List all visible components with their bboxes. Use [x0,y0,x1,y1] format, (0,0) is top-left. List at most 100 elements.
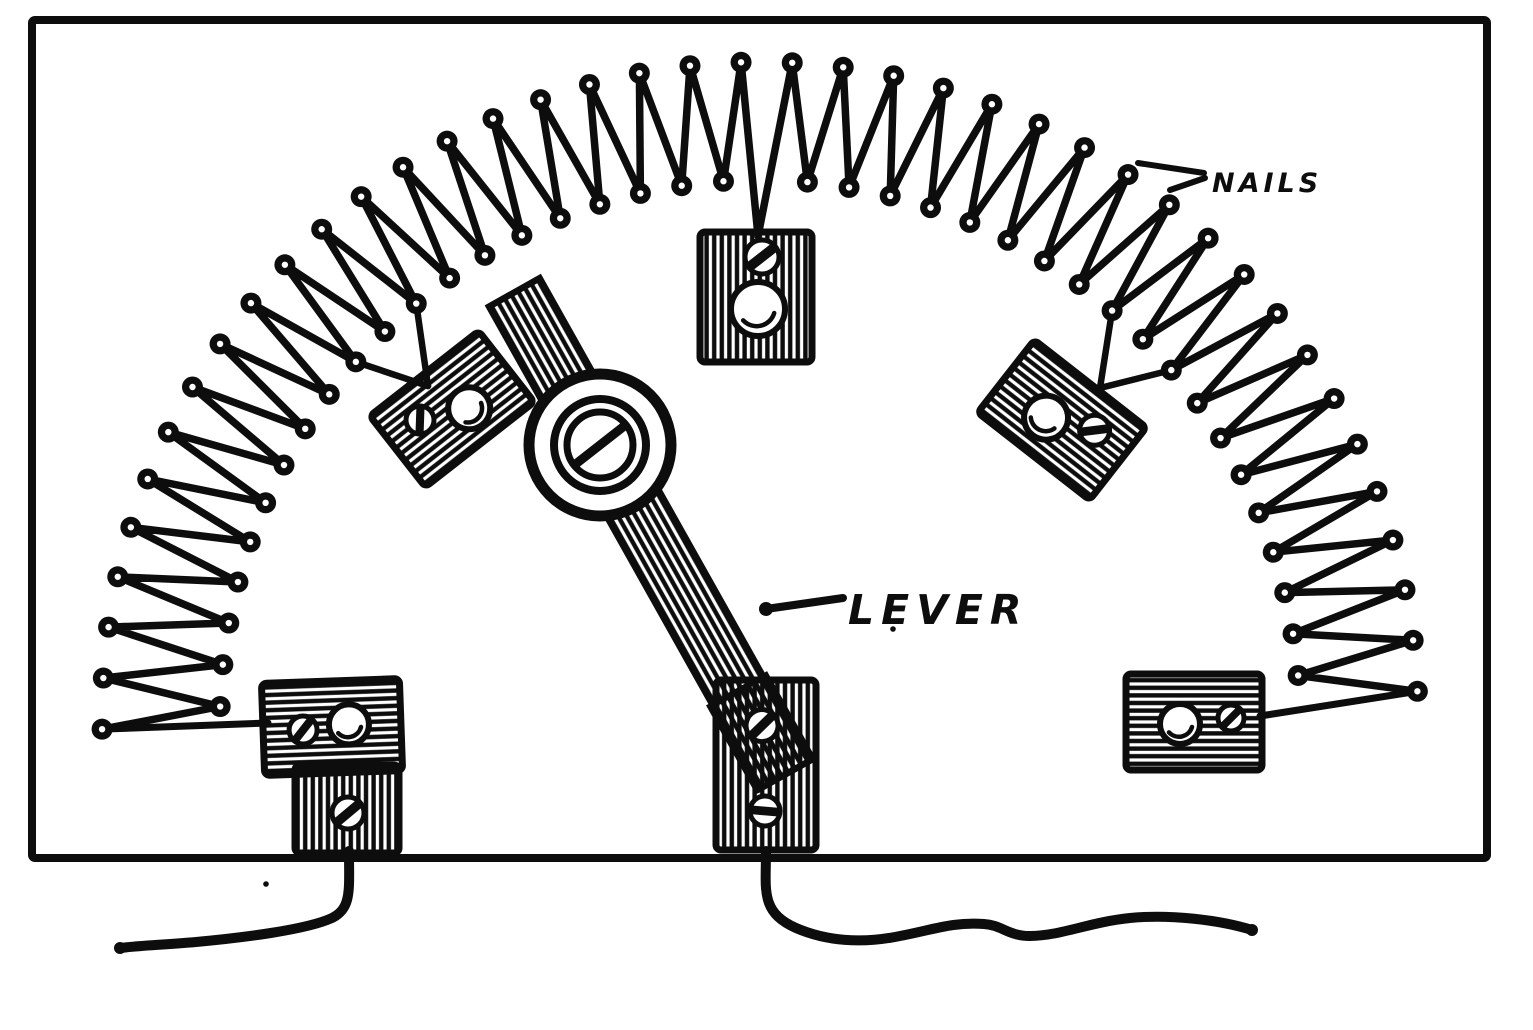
nail-head-highlight [446,274,453,282]
nail-head-highlight [481,252,489,259]
right-end-wire [1256,687,1421,720]
nail-head-highlight [557,215,564,222]
nail-head-highlight [1255,509,1262,517]
nail-head-highlight [637,190,644,197]
nail-head-highlight [1414,688,1421,695]
nail-head-highlight [262,499,269,507]
nail-head-highlight [1330,395,1338,402]
nail-head-highlight [1166,201,1173,209]
nail-head-highlight [1274,310,1281,317]
nail-head-highlight [114,573,121,580]
left-end-wire [98,719,272,733]
nail-head-highlight [381,328,389,335]
nail-head-highlight [586,81,593,88]
nail-head-highlight [840,64,847,71]
nail-head-highlight [1401,586,1409,593]
print-specks [263,626,896,887]
nails [91,51,1428,740]
tap-upper-right-wire [1096,366,1175,392]
nail-head-highlight [219,661,227,668]
nail-head-highlight [443,137,451,145]
screw-slot [291,717,315,743]
contact-shading [463,400,485,425]
nail-head-highlight [281,261,289,268]
nail-head-highlight [1168,366,1175,374]
nail-head-highlight [352,358,360,366]
left-lead [116,846,355,953]
nail-head-highlight [1294,672,1302,679]
nail-head-highlight [927,204,934,211]
nail-head-highlight [1354,440,1361,448]
nail-head-highlight [804,178,811,186]
screw-slot [750,805,780,817]
nail-head-highlight [105,623,112,631]
nail-head-highlight [216,703,224,710]
nail-head-highlight [686,62,694,69]
ink-speck [263,881,269,887]
nail-head-highlight [1041,257,1048,265]
screw-slot [1219,706,1243,730]
nail-head-highlight [988,101,996,108]
nail-head-highlight [1204,234,1212,242]
pivot-screw-slot [573,423,627,467]
nail-head-highlight [1035,120,1043,128]
right-lead [760,846,1257,946]
nail-head-highlight [1304,351,1311,359]
lower-right-block [1122,670,1266,774]
nail-head-highlight [1389,536,1397,544]
nail-head-highlight [144,475,151,483]
resistance-winding [98,58,1422,733]
nail-head-highlight [189,383,196,391]
screw-slot [415,407,425,434]
nail-head-highlight [1409,637,1417,644]
nail-head-highlight [537,96,544,103]
nail-head-highlight [234,578,242,586]
nail-head-highlight [1281,589,1288,596]
nail-head-highlight [216,340,224,348]
right-lead-end [1246,924,1258,936]
nail-head-highlight [98,725,106,733]
contact-shading [740,310,777,329]
nail-head-highlight [1004,237,1012,244]
nail-head-highlight [225,619,232,627]
lever-leader [762,594,847,613]
nail-head-highlight [1289,630,1297,637]
left-lead-end [114,942,126,954]
nail-head-highlight [1194,399,1201,407]
nail-head-highlight [1241,271,1248,278]
nails-label: NAILS [1212,168,1322,199]
screw-slot [1080,424,1109,437]
nail-head-highlight [357,193,365,200]
nail-head-highlight [127,524,135,531]
upper-right-block [976,338,1148,502]
nail-head-highlight [886,192,894,200]
nail-head-highlight [280,461,288,469]
board-frame [28,16,1491,862]
nail-head-highlight [1076,281,1083,288]
nail-head-highlight [302,425,309,433]
nail-head-highlight [890,72,897,79]
lever-leader-arrowhead [759,602,773,616]
nail-head-highlight [1237,471,1245,478]
nail-head-highlight [966,219,974,226]
contact-shading [1166,724,1195,739]
nail-head-highlight [845,184,853,191]
nail-head-highlight [1270,549,1277,556]
contact-shading [1028,415,1057,434]
lever-label: LEVER [848,586,1028,634]
top-center-block [696,228,816,366]
nail-head-highlight [1373,488,1381,495]
label-leaders [759,160,1208,616]
nail-head-highlight [489,115,497,122]
screw-slot [746,243,778,271]
nail-head-highlight [940,84,947,92]
nails-leader [1135,160,1207,176]
lower-left-block-a [258,675,406,779]
nail-head-highlight [1139,335,1147,343]
nail-head-highlight [636,69,643,77]
nail-head-highlight [596,201,604,208]
tap-upper-right-wire [1096,307,1116,392]
upper-left-block [368,329,536,489]
nail-head-highlight [1108,307,1116,314]
screw-slot [333,799,363,827]
